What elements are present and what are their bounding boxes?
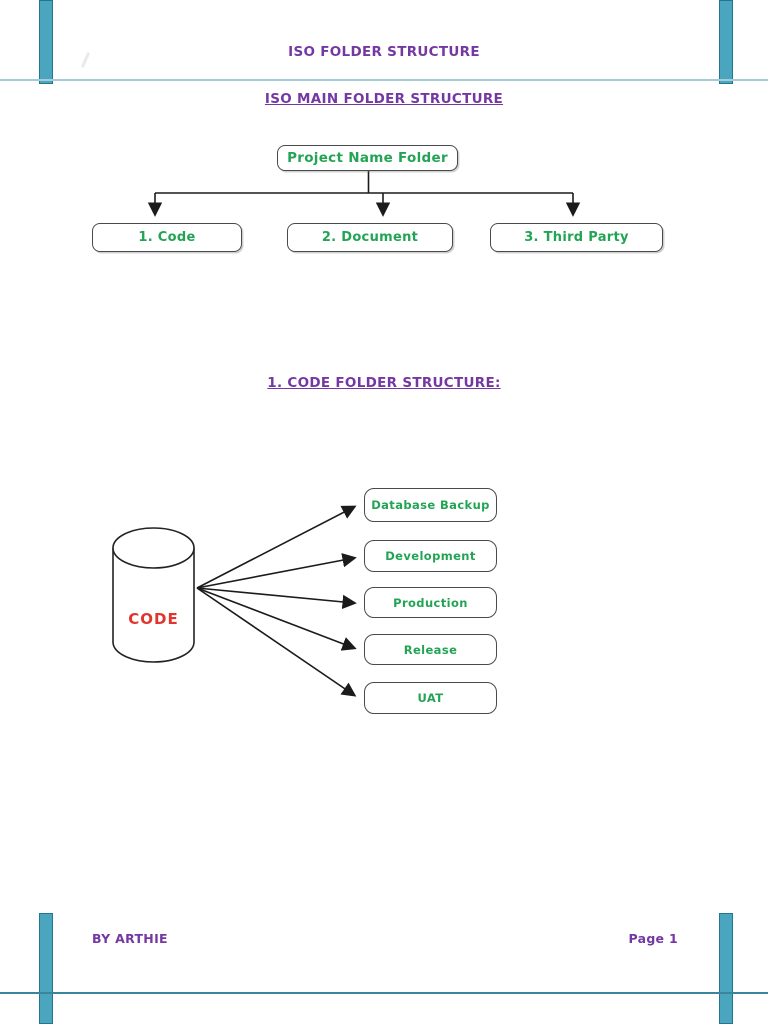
org-child-label-code: 1. Code <box>138 230 196 245</box>
org-root-box: Project Name Folder <box>277 145 458 171</box>
target-box-development: Development <box>364 540 497 572</box>
code-cylinder-shape <box>112 527 195 663</box>
footer-author: BY ARTHIE <box>92 931 168 946</box>
main-structure-heading: ISO MAIN FOLDER STRUCTURE <box>264 91 504 107</box>
org-root-label: Project Name Folder <box>287 150 448 166</box>
target-label-uat: UAT <box>417 691 444 705</box>
target-label-production: Production <box>393 595 468 610</box>
teal-bar-bottom-left <box>39 913 53 1024</box>
target-label-release: Release <box>403 642 458 657</box>
org-child-label-third-party: 3. Third Party <box>524 230 629 245</box>
page-number: Page 1 <box>628 931 678 946</box>
target-box-production: Production <box>364 587 497 618</box>
code-structure-heading: 1. CODE FOLDER STRUCTURE: <box>267 375 501 391</box>
org-child-box-document: 2. Document <box>287 223 453 252</box>
footer-divider-line <box>0 992 768 994</box>
teal-bar-top-right <box>719 0 733 84</box>
target-box-release: Release <box>364 634 497 665</box>
teal-bar-top-left <box>39 0 53 84</box>
code-cylinder-label: CODE <box>128 610 179 628</box>
org-child-box-third-party: 3. Third Party <box>490 223 663 252</box>
teal-bar-bottom-right <box>719 913 733 1024</box>
org-child-label-document: 2. Document <box>321 230 419 245</box>
target-label-development: Development <box>385 549 476 563</box>
target-box-uat: UAT <box>364 682 497 714</box>
org-child-box-code: 1. Code <box>92 223 242 252</box>
target-label-database-backup: Database Backup <box>371 498 490 512</box>
document-title: ISO FOLDER STRUCTURE <box>288 44 480 60</box>
header-divider-line <box>0 79 768 81</box>
target-box-database-backup: Database Backup <box>364 488 497 522</box>
